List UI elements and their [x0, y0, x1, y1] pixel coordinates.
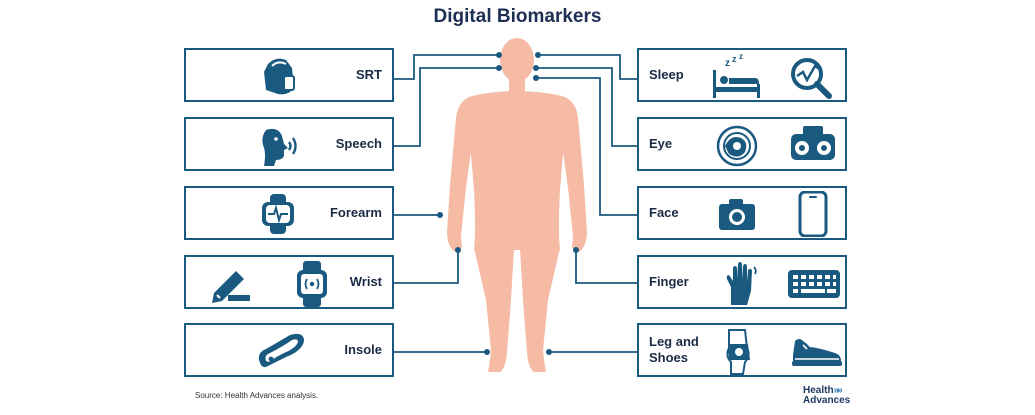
connector-sleep — [538, 54, 639, 80]
eye-scan-icon — [716, 125, 758, 167]
connector-srt — [394, 54, 499, 80]
hand-icon — [726, 262, 757, 305]
health-advances-logo: Health»» Advances — [803, 386, 850, 406]
speaking-head-icon — [262, 128, 297, 166]
svg-text:z: z — [739, 54, 743, 61]
box-sleep: Sleep z z z — [637, 48, 847, 102]
box-label-leg-shoes: Leg and Shoes — [649, 334, 699, 365]
box-insole: Insole — [184, 323, 394, 377]
vision-test-icon — [791, 126, 835, 160]
camera-icon — [719, 199, 755, 230]
magnifier-check-icon — [791, 58, 832, 99]
pencil-icon — [212, 271, 250, 303]
box-label-face: Face — [649, 205, 679, 220]
human-body-figure — [447, 38, 587, 372]
connector-finger — [575, 250, 639, 284]
box-label-sleep: Sleep — [649, 67, 684, 82]
armband-sensor-icon — [262, 194, 294, 234]
box-leg-shoes: Leg and Shoes — [637, 323, 847, 377]
box-label-forearm: Forearm — [329, 205, 382, 220]
box-label-srt: SRT — [356, 67, 382, 82]
logo-line2: Advances — [803, 395, 851, 406]
svg-text:z: z — [725, 58, 730, 69]
backpack-icon — [264, 58, 295, 95]
keyboard-icon — [788, 270, 840, 298]
connector-eye — [536, 67, 639, 147]
box-wrist: Wrist — [184, 255, 394, 309]
connector-speech — [394, 67, 499, 147]
box-label-wrist: Wrist — [349, 274, 382, 289]
box-speech: Speech — [184, 117, 394, 171]
box-eye: Eye — [637, 117, 847, 171]
svg-text:z: z — [732, 54, 737, 64]
sleeping-person-icon: z z z — [713, 54, 760, 98]
box-finger: Finger — [637, 255, 847, 309]
box-srt: SRT — [184, 48, 394, 102]
logo-line1: Health — [803, 385, 834, 396]
smartwatch-icon — [297, 261, 327, 307]
connector-wrist — [394, 250, 459, 284]
smartphone-icon — [798, 191, 828, 237]
box-forearm: Forearm — [184, 186, 394, 240]
diagram-title: Digital Biomarkers — [433, 6, 602, 27]
source-note: Source: Health Advances analysis. — [195, 391, 319, 400]
box-label-finger: Finger — [649, 274, 689, 289]
box-label-speech: Speech — [335, 136, 382, 151]
logo-chevrons: »» — [833, 385, 843, 396]
sneaker-icon — [792, 339, 842, 366]
box-label-insole: Insole — [344, 342, 382, 357]
knee-brace-icon — [726, 329, 750, 375]
insole-icon — [258, 333, 304, 368]
box-label-eye: Eye — [649, 136, 673, 151]
connector-face — [536, 77, 639, 216]
box-face: Face — [637, 186, 847, 240]
